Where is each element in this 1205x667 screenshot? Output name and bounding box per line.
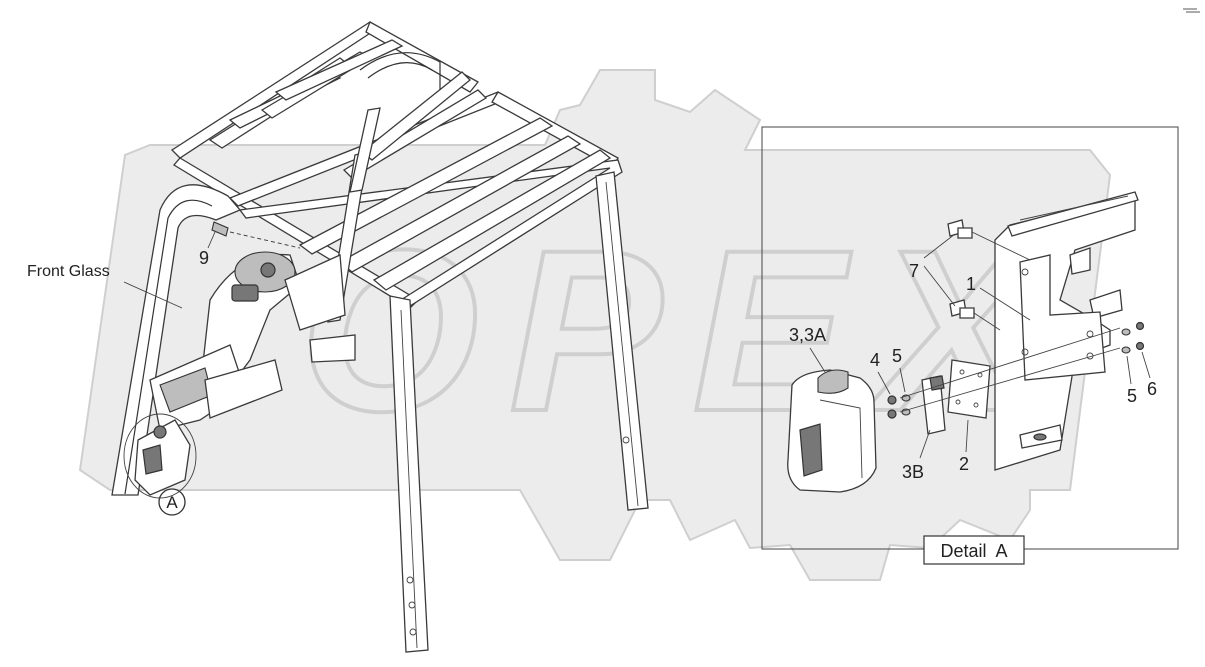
- front-post-edge: [400, 309, 418, 649]
- pillar-top-rail: [1007, 191, 1139, 237]
- bracket-1-hole-1: [1021, 268, 1029, 276]
- rear-right-post-edge: [605, 181, 639, 507]
- roof-slat-8: [342, 89, 488, 179]
- corner-mark: [1183, 8, 1200, 13]
- plate-2-hole-4: [973, 402, 979, 408]
- roof-slat-5: [298, 117, 554, 255]
- detail-a-title: Detail A: [940, 541, 1007, 561]
- bolt-6-b: [1135, 341, 1145, 351]
- washer-tank-edge: [819, 399, 863, 479]
- roof-rail-right-rear: [365, 21, 479, 93]
- front-glass-edge: [124, 199, 213, 495]
- assembly-line-3: [971, 231, 1031, 261]
- pillar-rail-edge: [1019, 195, 1129, 221]
- washer-5-right-b: [1121, 346, 1131, 354]
- bracket-1: [1019, 254, 1106, 381]
- nozzle-9-leader: [229, 231, 301, 249]
- part-1-label: 1: [966, 274, 976, 294]
- mount-bracket: [309, 334, 356, 363]
- front-glass-leader: [123, 281, 183, 309]
- part-2-leader: [965, 419, 969, 453]
- steering-cap: [260, 262, 276, 278]
- front-glass-label: Front Glass: [27, 263, 110, 280]
- part-3-label: 3,3A: [789, 325, 826, 345]
- part-5b-leader: [1126, 355, 1132, 385]
- screw-4-a: [887, 395, 897, 405]
- bolt-6-a: [1135, 321, 1145, 331]
- rear-arch-inner: [367, 62, 433, 79]
- dash-console: [204, 359, 283, 419]
- rear-arch: [359, 52, 441, 90]
- part-5a-label: 5: [892, 346, 902, 366]
- bracket-1-hole-3: [1086, 330, 1094, 338]
- front-pillar-left: [111, 184, 242, 496]
- rear-right-post-hole: [622, 436, 630, 444]
- part-9-leader: [207, 231, 216, 249]
- cab-frame: [111, 21, 649, 653]
- part-9-bolt: [211, 221, 301, 249]
- assembly-line-2: [899, 347, 1121, 413]
- part-6-leader: [1141, 351, 1151, 379]
- bracket-1-hole-2: [1021, 348, 1029, 356]
- part-3b-label: 3B: [902, 462, 924, 482]
- washer-cap: [153, 425, 167, 439]
- part-2-label: 2: [959, 454, 969, 474]
- nozzle-9: [211, 221, 229, 237]
- plate-2-hole-3: [955, 399, 961, 405]
- front-post-hole-1: [406, 576, 414, 584]
- part-5a-leader: [899, 367, 906, 393]
- callout-a-label: A: [166, 493, 178, 512]
- plate-2-hole-1: [959, 369, 965, 375]
- rear-post-right: [349, 107, 381, 193]
- part-4-leader: [877, 371, 891, 395]
- assembly-line-1: [899, 327, 1121, 399]
- front-post-hole-2: [408, 601, 416, 609]
- bolt-7-upper: [947, 219, 973, 239]
- part-3-leader: [809, 347, 826, 373]
- part-5b-label: 5: [1127, 386, 1137, 406]
- part-7-label: 7: [909, 261, 919, 281]
- washer-inset: [142, 444, 163, 475]
- bolt-7-lower-shank: [959, 307, 975, 319]
- roof-slat-4: [274, 39, 404, 101]
- plate-2: [947, 359, 991, 419]
- roof-slat-7: [372, 149, 612, 291]
- assembly-line-4: [973, 312, 1001, 331]
- washer-tank-cab: [134, 419, 191, 496]
- roof-rail-rear: [170, 21, 380, 159]
- part-1-leader: [979, 287, 1031, 321]
- cowl-panel: [284, 254, 346, 331]
- watermark-text: OPEX: [300, 202, 1059, 459]
- bolt-7-upper-shank: [957, 227, 973, 239]
- bracket-3b-lip: [929, 375, 945, 391]
- callout-a-ring: [123, 413, 197, 499]
- washer-5-right-a: [1121, 328, 1131, 336]
- front-post-hole-3: [409, 628, 417, 636]
- pillar-tab-1: [1069, 247, 1091, 275]
- callout-a-circle: [158, 488, 186, 516]
- washer-tank-cap: [817, 369, 849, 394]
- detail-a-title-box: [923, 535, 1025, 565]
- washer-tank-side-pocket: [799, 423, 823, 477]
- screw-4-b: [887, 409, 897, 419]
- display-pod: [231, 284, 259, 302]
- part-3b-leader: [919, 429, 931, 459]
- part-4-label: 4: [870, 350, 880, 370]
- part-9-label: 9: [199, 248, 209, 268]
- part-6-label: 6: [1147, 379, 1157, 399]
- detail-a-assembly: [787, 191, 1145, 493]
- pillar-tab-hole: [1033, 433, 1047, 441]
- part-7-leader-lower: [923, 265, 956, 307]
- part-7-leader-upper: [923, 233, 956, 259]
